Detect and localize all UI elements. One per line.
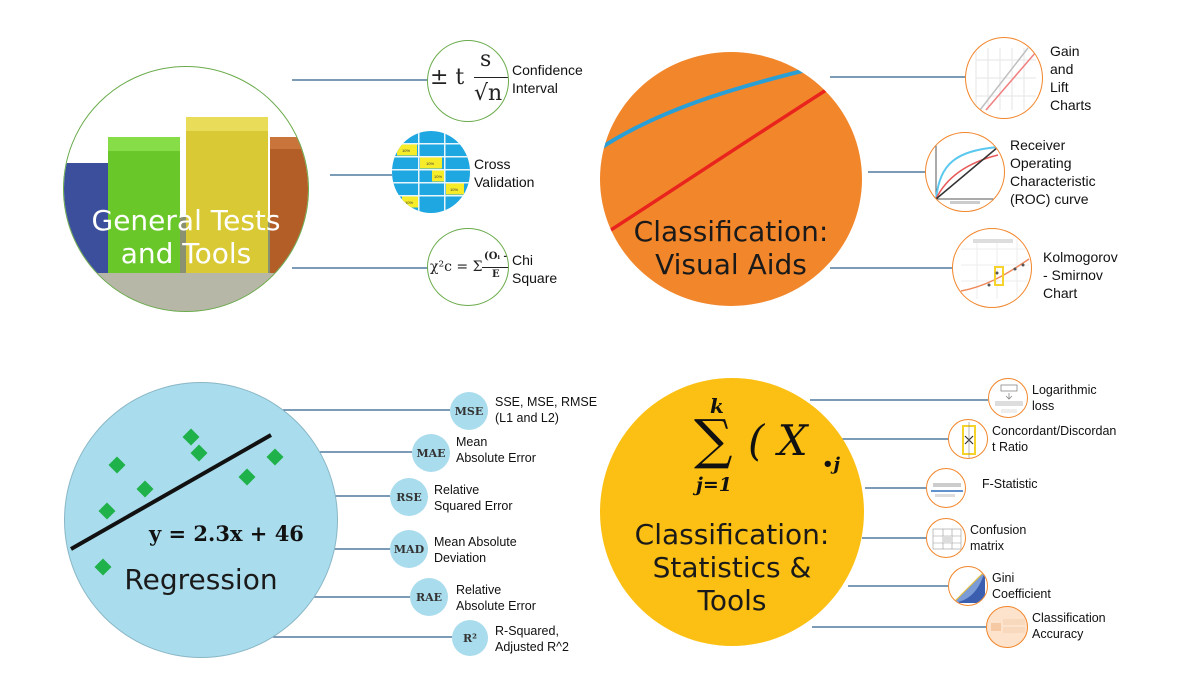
confusion-matrix-thumb <box>926 518 966 558</box>
regression-title: Regression <box>124 563 278 596</box>
general-tests-circle: General Tests and Tools <box>63 66 309 312</box>
stats-tools-circle: k ∑ j=1 ( X •j Classification: Statistic… <box>600 378 864 646</box>
gini-coefficient-icon <box>952 570 986 604</box>
gain-lift-label: Gain and Lift Charts <box>1050 43 1092 113</box>
mae-label: Mean Absolute Error <box>456 435 536 465</box>
accuracy-label: Classification Accuracy <box>1032 611 1106 641</box>
f-statistic-thumb <box>926 468 966 508</box>
visual-aids-title: Classification: Visual Aids <box>633 215 829 281</box>
roc-label: Receiver Operating Characteristic (ROC) … <box>1010 137 1096 207</box>
cross-validation-grid-icon: 10% 10% 10% 10% 10% <box>392 131 470 213</box>
chi-square-thumb: χ²c = Σ (Oᵢ – E <box>427 228 509 306</box>
rse-label: Relative Squared Error <box>434 483 513 513</box>
mse-label: SSE, MSE, RMSE (L1 and L2) <box>495 395 598 425</box>
cv-cell-5: 10% <box>405 200 413 205</box>
f-statistic-icon <box>931 483 963 497</box>
cross-validation-thumb: 10% 10% 10% 10% 10% <box>392 131 470 213</box>
gain-lift-thumb <box>965 37 1043 119</box>
concordant-icon <box>962 422 976 458</box>
concordant-label: Concordant/Discordan t Ratio <box>992 424 1117 454</box>
confidence-interval-label: Confidence Interval <box>512 62 583 96</box>
log-loss-label: Logarithmic loss <box>1032 383 1097 413</box>
bar-chart-image <box>64 117 308 311</box>
roc-curve-icon <box>935 145 999 204</box>
confusion-matrix-label: Confusion matrix <box>970 523 1027 553</box>
cv-cell-4: 10% <box>450 187 458 192</box>
r-squared-badge: R² <box>452 620 488 656</box>
stats-formula: k ∑ j=1 ( X •j <box>694 394 841 496</box>
confusion-matrix-icon <box>932 528 962 550</box>
cross-validation-label: Cross Validation <box>474 156 535 190</box>
rae-label: Relative Absolute Error <box>456 583 536 613</box>
mad-badge: MAD <box>390 530 428 568</box>
classification-accuracy-icon <box>991 619 1025 633</box>
log-loss-thumb <box>988 378 1028 418</box>
chi-square-label: Chi Square <box>512 252 558 286</box>
general-title: General Tests and Tools <box>91 204 281 270</box>
ks-chart-label: Kolmogorov - Smirnov Chart <box>1043 249 1118 301</box>
stats-tools-title: Classification: Statistics & Tools <box>634 518 830 617</box>
r-squared-label: R-Squared, Adjusted R^2 <box>495 624 569 654</box>
regression-equation: y = 2.3x + 46 <box>149 521 304 546</box>
ks-chart-thumb <box>952 228 1032 308</box>
log-loss-icon <box>995 384 1023 413</box>
confidence-formula: ± t <box>430 65 465 90</box>
regression-circle: y = 2.3x + 46 Regression <box>64 382 338 658</box>
cv-cell-2: 10% <box>426 161 434 166</box>
chi-formula: χ²c = Σ <box>430 259 483 275</box>
rse-badge: RSE <box>390 478 428 516</box>
visual-aids-circle: Classification: Visual Aids <box>600 52 862 306</box>
gini-label: Gini Coefficient <box>992 571 1051 601</box>
rae-badge: RAE <box>410 578 448 616</box>
roc-thumb <box>925 132 1005 212</box>
f-statistic-label: F-Statistic <box>982 477 1038 491</box>
mae-badge: MAE <box>412 434 450 472</box>
cv-cell-3: 10% <box>434 174 442 179</box>
ks-chart-icon <box>960 239 1030 299</box>
mse-badge: MSE <box>450 392 488 430</box>
accuracy-thumb <box>986 606 1028 648</box>
gini-thumb <box>948 566 988 606</box>
regression-scatter-image <box>70 428 284 576</box>
concordant-thumb <box>948 419 988 459</box>
mad-label: Mean Absolute Deviation <box>434 535 517 565</box>
gain-lift-chart-icon <box>975 47 1037 111</box>
confidence-interval-thumb: ± t s √n <box>427 40 509 122</box>
cv-cell-1: 10% <box>402 148 410 153</box>
